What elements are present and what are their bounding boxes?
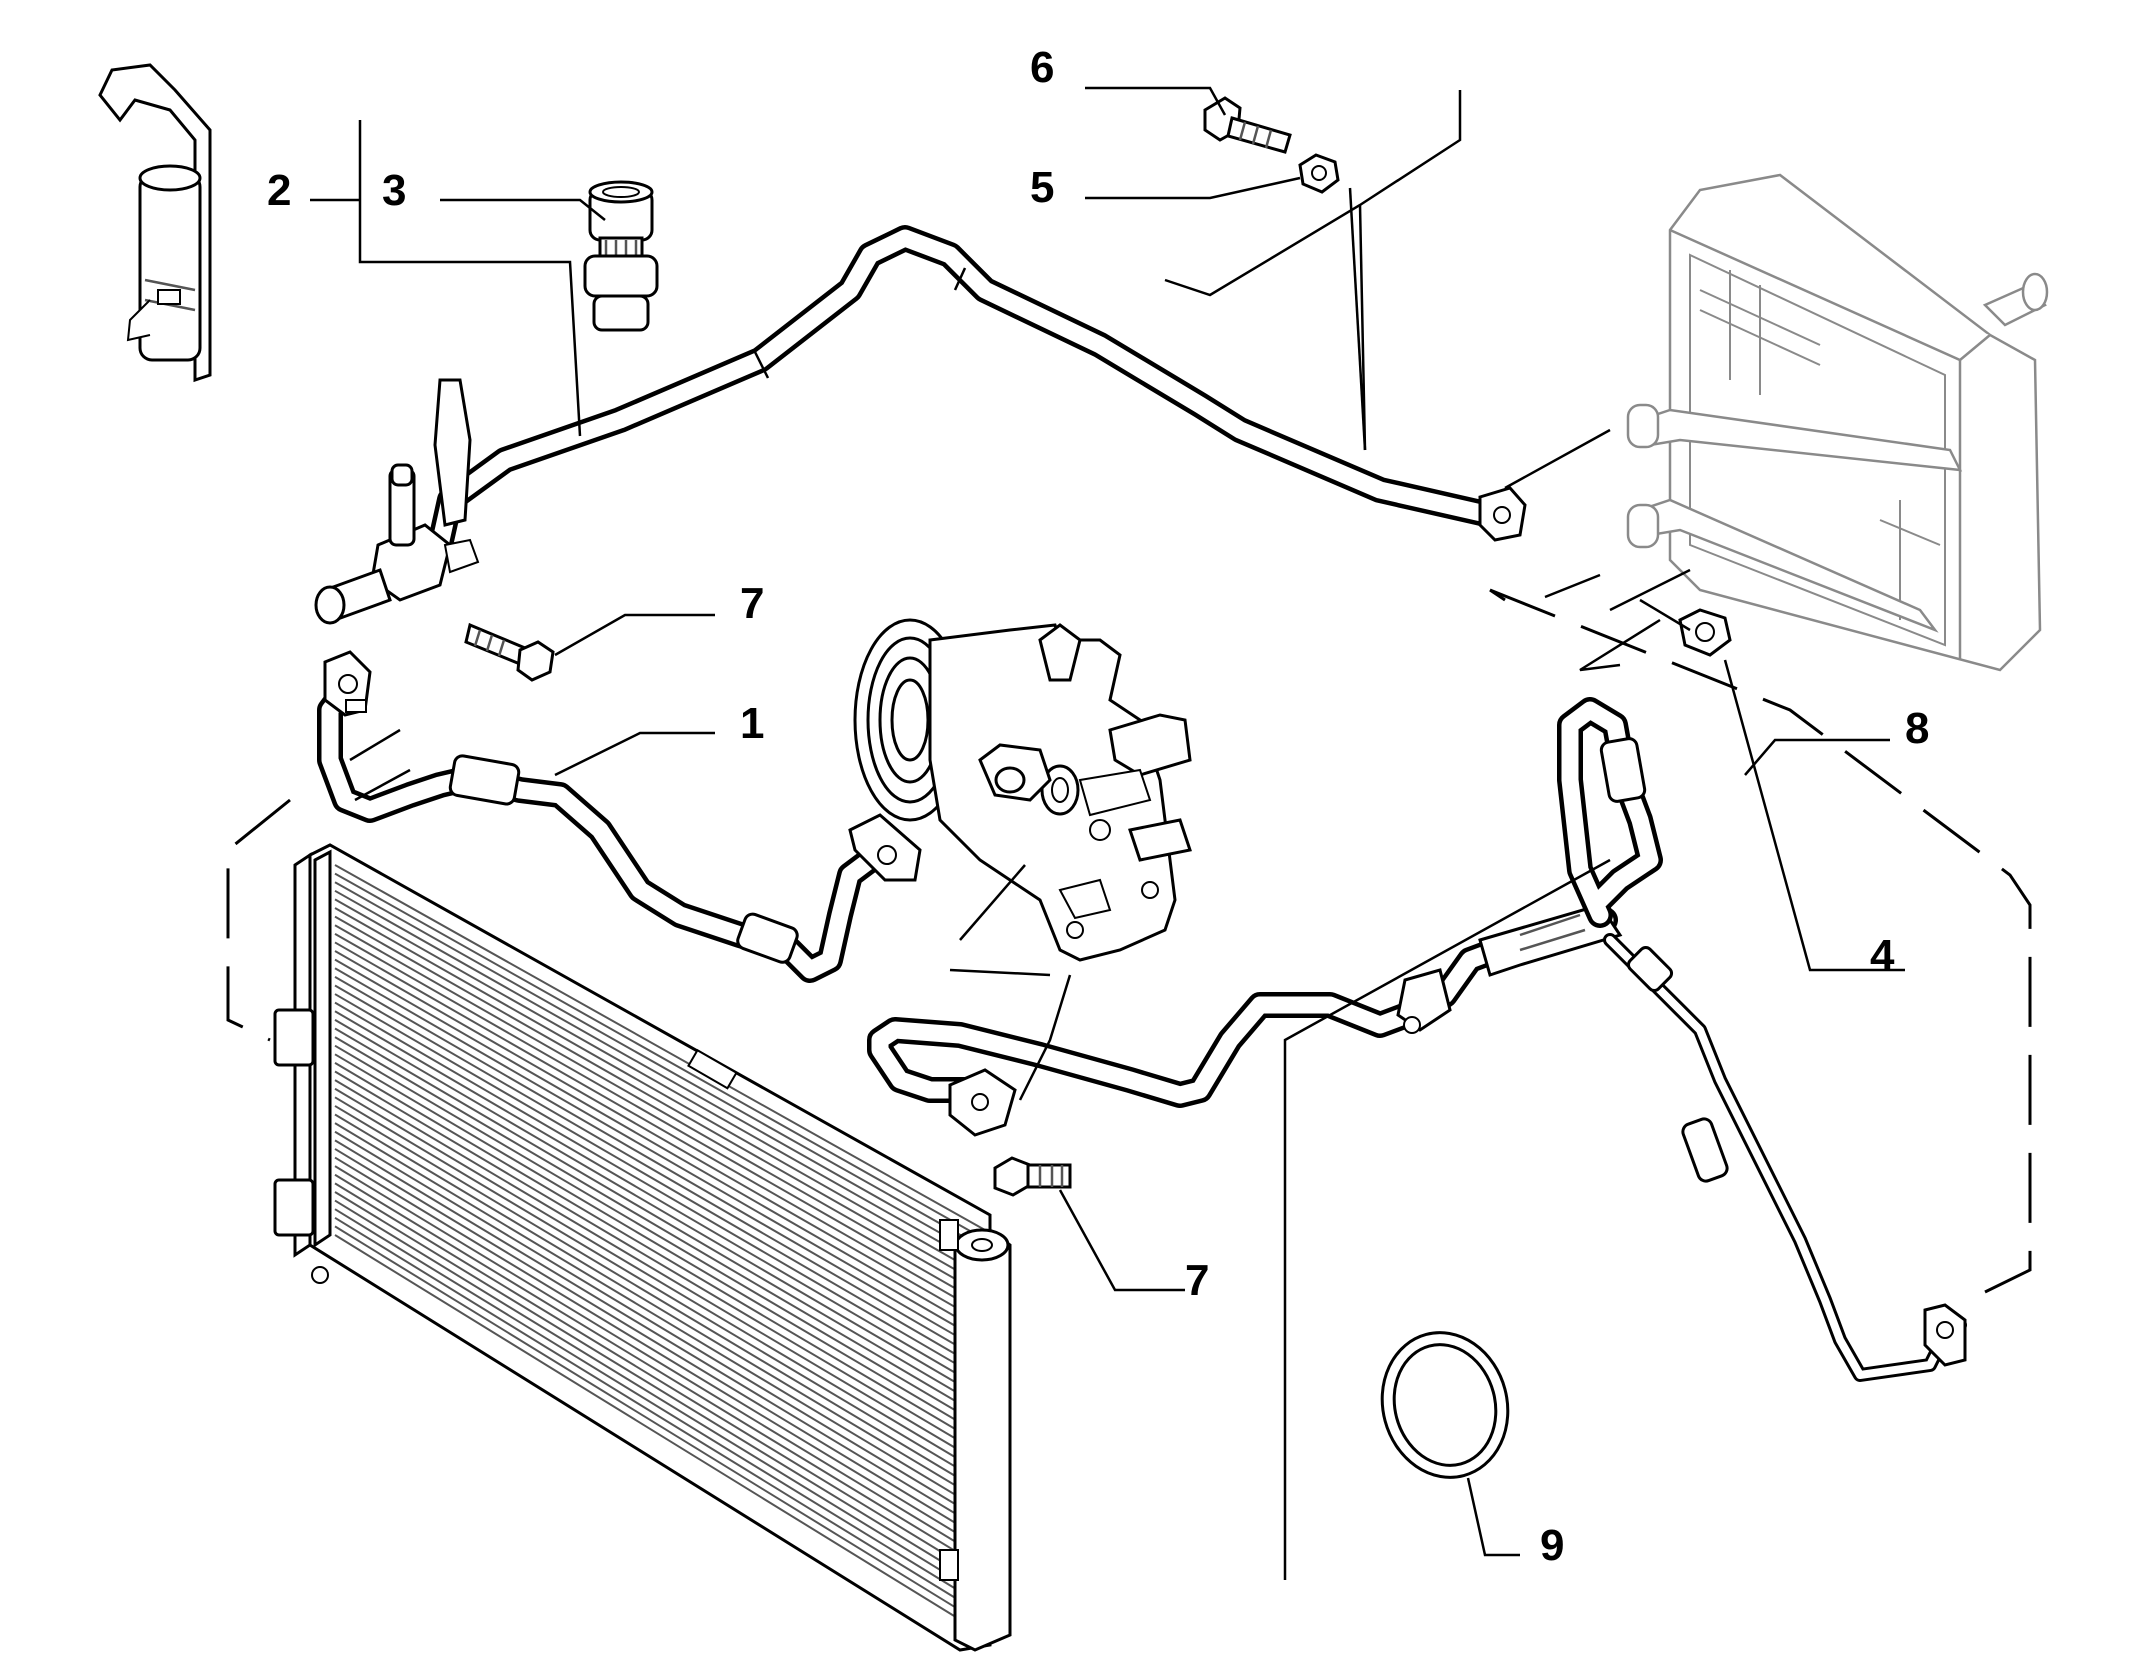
condenser-fin	[334, 941, 986, 1316]
nut-8	[1678, 608, 1732, 657]
condenser-fin	[334, 1044, 986, 1429]
condenser-fin	[334, 1191, 986, 1589]
condenser-fin	[334, 975, 986, 1354]
condenser-fin	[334, 1225, 986, 1627]
callout-2: 2	[267, 166, 291, 215]
condenser-fin	[334, 1148, 986, 1542]
condenser-fin	[334, 1019, 986, 1401]
condenser-fin	[334, 1216, 986, 1618]
condenser-fin	[334, 864, 986, 1231]
condenser-fin	[334, 1130, 986, 1523]
condenser-fins	[334, 864, 986, 1636]
condenser-fin	[334, 924, 986, 1297]
evaporator	[1626, 173, 2049, 672]
callout-7-upper: 7	[740, 579, 764, 628]
condenser-fin	[334, 1079, 986, 1467]
bolt-7-lower	[993, 1156, 1072, 1197]
callout-leaders	[310, 86, 1905, 1557]
bolt-7-upper	[464, 622, 555, 682]
condenser-fin	[334, 967, 986, 1344]
condenser-fin	[334, 1027, 986, 1410]
condenser-fin	[334, 993, 986, 1373]
o-ring-9	[1380, 1331, 1510, 1479]
condenser-fin	[334, 950, 986, 1326]
condenser-fin	[334, 907, 986, 1278]
callout-1: 1	[740, 699, 764, 748]
condenser-fin	[334, 1199, 986, 1599]
condenser-fin	[334, 1001, 986, 1382]
pressure-switch	[583, 180, 659, 332]
condenser-fin	[334, 1173, 986, 1570]
condenser-fin	[334, 984, 986, 1363]
callout-7-lower: 7	[1185, 1256, 1209, 1305]
condenser-fin	[334, 1096, 986, 1486]
condenser-fin	[334, 915, 986, 1288]
callout-8: 8	[1905, 704, 1929, 753]
condenser-fin	[334, 898, 986, 1269]
condenser-fin	[334, 1165, 986, 1561]
assembly-dashed-boundaries	[226, 588, 2032, 1294]
condenser-fin	[334, 958, 986, 1335]
condenser	[273, 843, 1012, 1652]
condenser-fin	[334, 1070, 986, 1457]
hose-assembly-2	[314, 225, 1527, 625]
receiver-drier	[98, 63, 212, 383]
nut-5	[1298, 153, 1340, 194]
condenser-fin	[334, 1122, 986, 1514]
condenser-fin	[334, 1113, 986, 1504]
condenser-fin	[334, 1053, 986, 1439]
callout-9: 9	[1540, 1521, 1564, 1570]
condenser-fin	[334, 1010, 986, 1391]
callout-5: 5	[1030, 163, 1054, 212]
condenser-fin	[334, 881, 986, 1250]
condenser-fin	[334, 1156, 986, 1552]
callout-6: 6	[1030, 43, 1054, 92]
condenser-fin	[334, 1182, 986, 1580]
condenser-fin	[334, 1036, 986, 1420]
compressor	[853, 618, 1192, 962]
hose-1	[317, 650, 922, 983]
callout-4: 4	[1870, 931, 1895, 980]
condenser-fin	[334, 889, 986, 1260]
callout-3: 3	[382, 166, 406, 215]
condenser-fin	[334, 1139, 986, 1533]
hose-assembly-4	[867, 697, 1967, 1382]
condenser-fin	[334, 1062, 986, 1448]
callout-labels: 6 5 2 3 7 1 8 4 7 9	[267, 43, 1929, 1570]
condenser-fin	[334, 1234, 986, 1636]
condenser-fin	[334, 1087, 986, 1476]
condenser-fin	[334, 1105, 986, 1495]
section-lines	[349, 90, 1691, 1580]
condenser-fin	[334, 1208, 986, 1608]
condenser-fin	[334, 932, 986, 1307]
bolt-6	[1203, 96, 1292, 154]
condenser-fin	[334, 872, 986, 1241]
